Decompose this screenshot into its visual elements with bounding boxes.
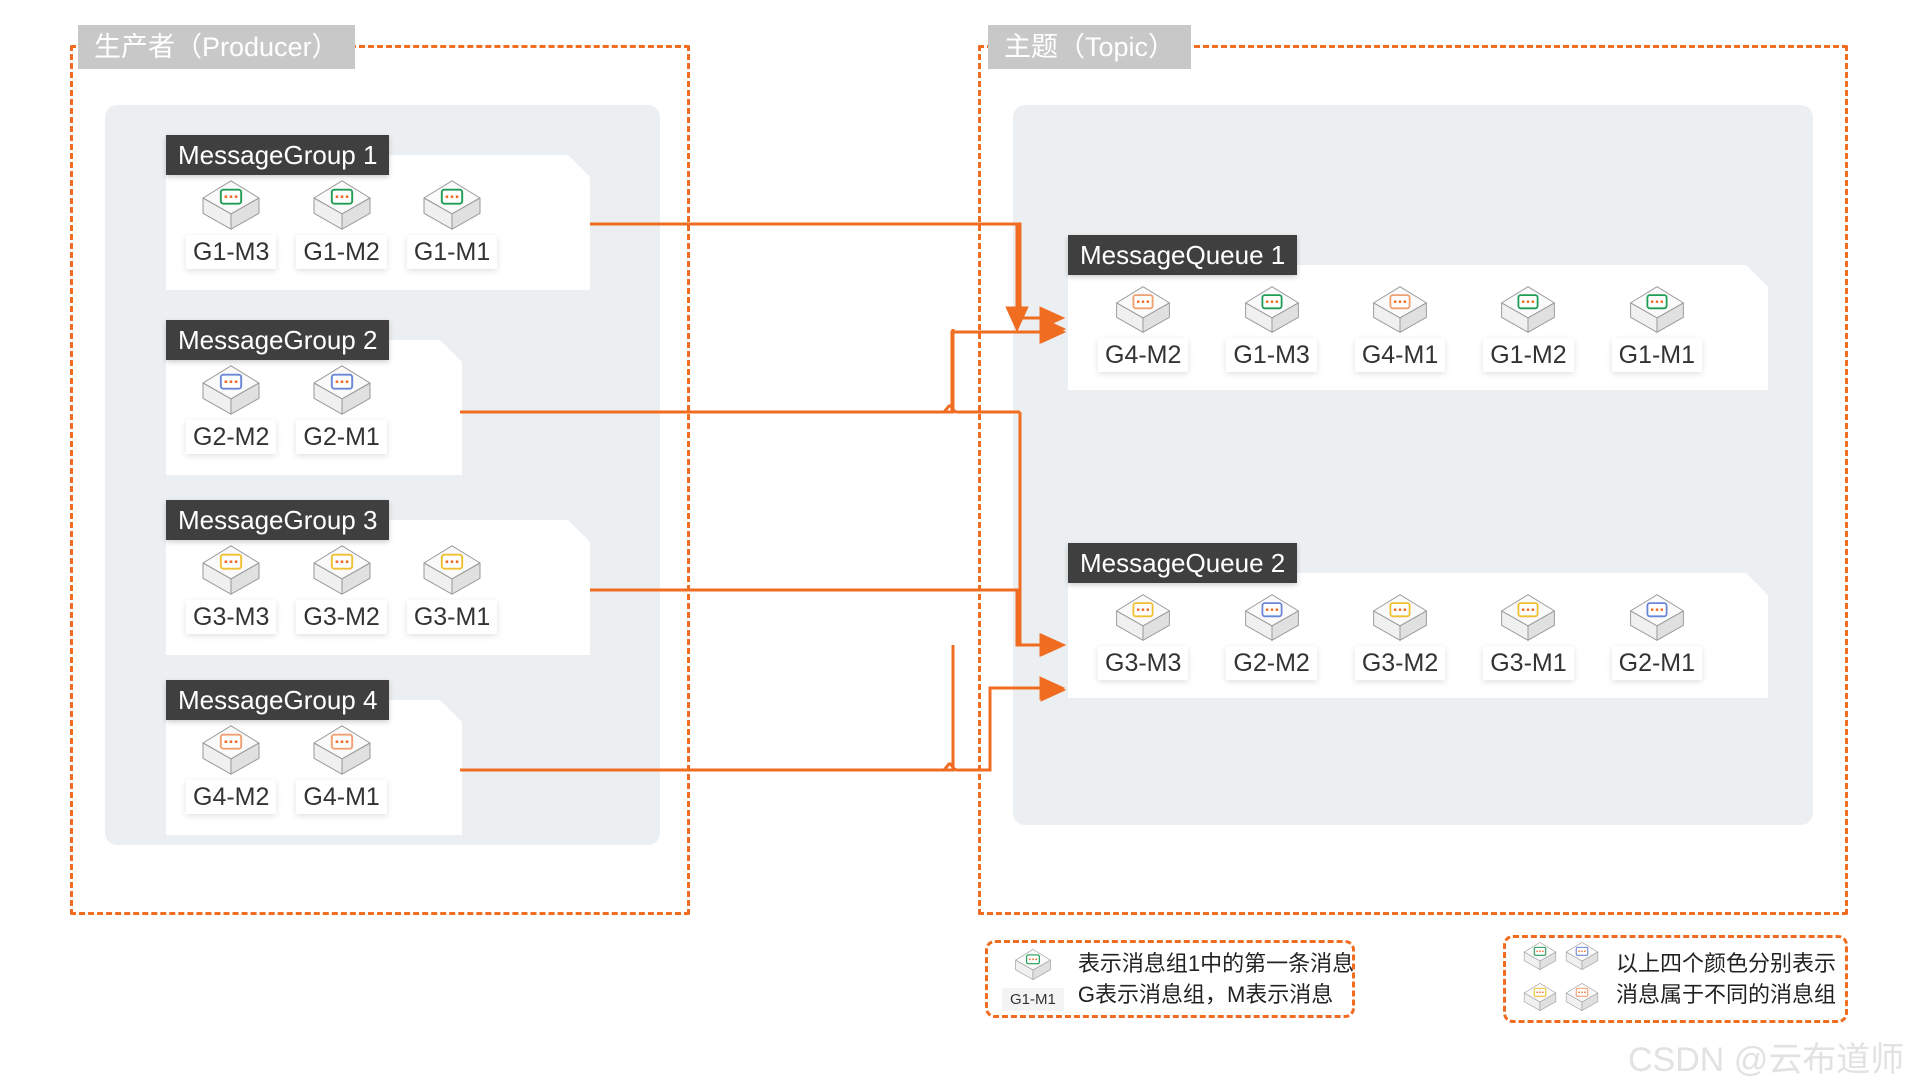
message-cube-icon (1501, 286, 1556, 333)
message-node[interactable]: G3-M3 (1098, 591, 1189, 680)
topic-panel (1013, 105, 1813, 825)
message-label: G2-M2 (186, 420, 277, 454)
message-node[interactable]: G4-M1 (1354, 283, 1446, 372)
message-label: G4-M2 (1098, 338, 1189, 372)
queue-title-1: MessageQueue 1 (1068, 235, 1298, 275)
legend-naming-text: 表示消息组1中的第一条消息 G表示消息组，M表示消息 (1078, 948, 1354, 1010)
legend-swatch-group4 (1564, 981, 1600, 1018)
message-cube-icon (1629, 594, 1684, 641)
message-label: G1-M2 (1483, 338, 1574, 372)
message-cube-icon (1523, 942, 1557, 970)
message-cube-icon (1565, 983, 1599, 1011)
message-label: G1-M1 (406, 235, 498, 269)
legend-colors: 以上四个颜色分别表示 消息属于不同的消息组 (1503, 935, 1848, 1023)
message-label: G3-M1 (1483, 646, 1574, 680)
queue-title-2: MessageQueue 2 (1068, 543, 1298, 583)
message-cube-icon (202, 545, 260, 595)
message-label: G3-M3 (186, 600, 277, 634)
group-messages-3: G3-M3 G3-M2 (186, 542, 498, 634)
legend-naming-line-1: 表示消息组1中的第一条消息 (1077, 951, 1355, 976)
legend-naming: G1-M1 表示消息组1中的第一条消息 G表示消息组，M表示消息 (985, 940, 1355, 1018)
message-node[interactable]: G3-M2 (296, 542, 387, 634)
message-node[interactable]: G1-M2 (1483, 283, 1574, 372)
message-label: G3-M1 (406, 600, 498, 634)
zone-topic-label: 主题（Topic） (988, 25, 1192, 69)
group-messages-2: G2-M2 G2-M1 (186, 362, 387, 454)
message-label: G1-M3 (186, 235, 277, 269)
message-label: G1-M2 (296, 235, 387, 269)
message-label: G1-M3 (1226, 338, 1317, 372)
message-cube-icon (1116, 286, 1171, 333)
message-cube-icon (1015, 949, 1051, 980)
legend-sample-cube (1013, 947, 1053, 987)
queue-messages-1: G4-M2 G1-M3 (1098, 283, 1703, 372)
message-label: G3-M2 (1354, 646, 1446, 680)
message-node[interactable]: G2-M2 (186, 362, 277, 454)
group-messages-1: G1-M3 G1-M2 (186, 177, 498, 269)
message-node[interactable]: G1-M1 (1611, 283, 1703, 372)
message-node[interactable]: G3-M2 (1354, 591, 1446, 680)
message-cube-icon (202, 725, 260, 775)
message-cube-icon (313, 725, 371, 775)
message-cube-icon (1373, 594, 1427, 641)
message-cube-icon (423, 545, 481, 595)
legend-colors-line-2: 消息属于不同的消息组 (1616, 982, 1837, 1007)
group-messages-4: G4-M2 G4-M1 (186, 722, 387, 814)
message-cube-icon (1523, 983, 1557, 1011)
message-node[interactable]: G1-M3 (186, 177, 277, 269)
message-cube-icon (1244, 594, 1299, 641)
message-label: G3-M3 (1098, 646, 1189, 680)
message-label: G2-M1 (1611, 646, 1703, 680)
message-cube-icon (202, 365, 260, 415)
legend-colors-line-1: 以上四个颜色分别表示 (1616, 951, 1837, 976)
message-cube-icon (202, 180, 260, 230)
message-cube-icon (313, 180, 371, 230)
message-label: G3-M2 (296, 600, 387, 634)
zone-topic (978, 45, 1848, 915)
message-node[interactable]: G3-M1 (1483, 591, 1574, 680)
message-cube-icon (1501, 594, 1556, 641)
message-cube-icon (1373, 286, 1427, 333)
message-node[interactable]: G1-M1 (406, 177, 498, 269)
zone-producer (70, 45, 690, 915)
message-node[interactable]: G1-M3 (1226, 283, 1317, 372)
message-node[interactable]: G2-M1 (1611, 591, 1703, 680)
message-label: G4-M1 (296, 780, 387, 814)
message-label: G1-M1 (1611, 338, 1703, 372)
legend-color-swatches (1522, 940, 1600, 1018)
message-cube-icon (423, 180, 481, 230)
message-cube-icon (1629, 286, 1684, 333)
legend-swatch-group1 (1522, 940, 1558, 977)
group-title-1: MessageGroup 1 (166, 135, 390, 175)
group-title-2: MessageGroup 2 (166, 320, 390, 360)
message-cube-icon (1565, 942, 1599, 970)
message-node[interactable]: G3-M1 (406, 542, 498, 634)
message-label: G2-M1 (296, 420, 387, 454)
message-cube-icon (313, 545, 371, 595)
message-cube-icon (1116, 594, 1171, 641)
message-cube-icon (1244, 286, 1299, 333)
legend-naming-line-2: G表示消息组，M表示消息 (1077, 982, 1334, 1007)
message-node[interactable]: G4-M2 (186, 722, 277, 814)
message-label: G4-M2 (186, 780, 277, 814)
message-cube-icon (313, 365, 371, 415)
legend-swatch-group3 (1522, 981, 1558, 1018)
message-label: G2-M2 (1226, 646, 1317, 680)
group-title-3: MessageGroup 3 (166, 500, 390, 540)
legend-colors-text: 以上四个颜色分别表示 消息属于不同的消息组 (1616, 948, 1836, 1010)
message-node[interactable]: G4-M1 (296, 722, 387, 814)
message-node[interactable]: G2-M1 (296, 362, 387, 454)
message-node[interactable]: G3-M3 (186, 542, 277, 634)
legend-sample-label: G1-M1 (1002, 988, 1064, 1011)
message-node[interactable]: G2-M2 (1226, 591, 1317, 680)
message-node[interactable]: G1-M2 (296, 177, 387, 269)
queue-messages-2: G3-M3 G2-M2 (1098, 591, 1703, 680)
csdn-watermark: CSDN @云布道师 (1628, 1041, 1905, 1079)
message-node[interactable]: G4-M2 (1098, 283, 1189, 372)
message-label: G4-M1 (1354, 338, 1446, 372)
legend-swatch-group2 (1564, 940, 1600, 977)
zone-producer-label: 生产者（Producer） (78, 25, 355, 69)
legend-sample-node: G1-M1 (1002, 947, 1064, 1011)
group-title-4: MessageGroup 4 (166, 680, 390, 720)
